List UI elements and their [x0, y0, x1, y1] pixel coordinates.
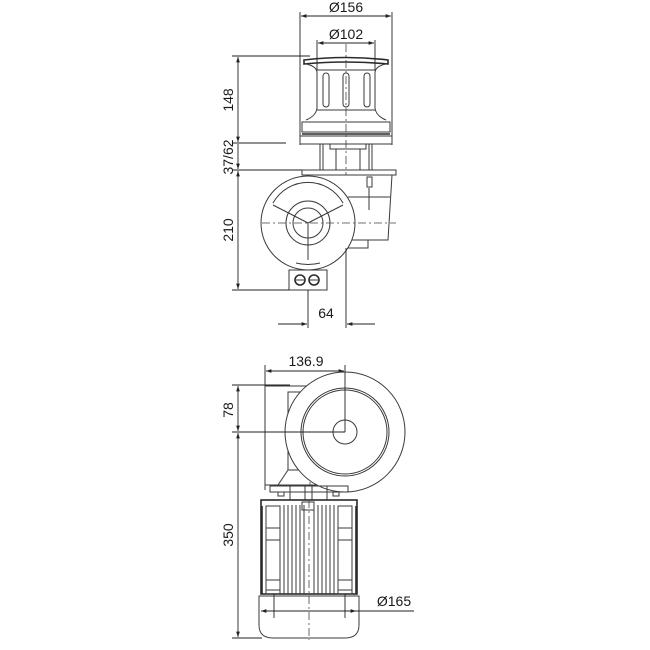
dim-shaft-37-62: 37/62 [220, 139, 236, 174]
dim-length-350: 350 [220, 523, 236, 547]
motor-body [260, 499, 358, 640]
dim-height-78: 78 [220, 402, 236, 418]
gear-housing-circle [260, 175, 396, 271]
gearbox [301, 169, 397, 249]
top-view: Ø156 Ø102 148 [220, 0, 397, 328]
dim-height-210: 210 [220, 218, 236, 242]
dim-offset-64: 64 [318, 305, 334, 321]
terminal-box [288, 269, 328, 291]
dim-diameter-156: Ø156 [329, 0, 363, 15]
dim-height-148: 148 [220, 88, 236, 112]
motor-flange [269, 485, 349, 500]
motor-end-cap [258, 595, 360, 639]
dim-width-136-9: 136.9 [288, 353, 323, 369]
dim-diameter-102: Ø102 [329, 26, 363, 42]
dim-diameter-165: Ø165 [377, 593, 411, 609]
side-view: 136.9 78 [220, 353, 414, 640]
